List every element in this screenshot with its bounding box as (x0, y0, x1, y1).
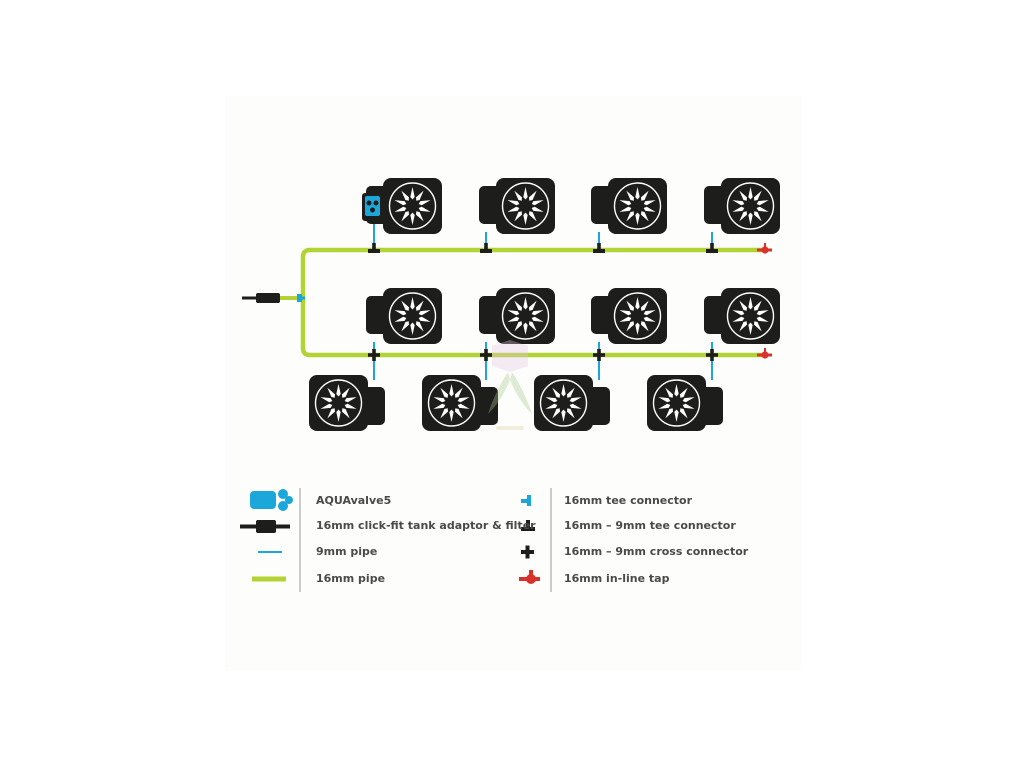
legend-label-aquavalve5: AQUAvalve5 (316, 494, 392, 507)
watermark-logo (488, 340, 532, 430)
16mm-pipe-loop (300, 247, 765, 358)
cross-connector (480, 349, 492, 361)
legend-16mm-9mm-tee-connector-icon (521, 520, 535, 531)
pot-icon (534, 375, 610, 431)
pot-icon (422, 375, 498, 431)
legend-label-16mm-pipe: 16mm pipe (316, 572, 386, 585)
pot-icon (309, 375, 385, 431)
legend-label-16mm-9mm-tee: 16mm – 9mm tee connector (564, 519, 736, 532)
cross-connector (368, 349, 380, 361)
legend-16mm-tee-connector-icon (521, 495, 531, 506)
16mm-tee-connector (297, 294, 305, 302)
cross-connector (593, 349, 605, 361)
legend-tank-adaptor-filter-icon (240, 520, 290, 533)
legend-label-tank-adaptor: 16mm click-fit tank adaptor & filter (316, 519, 536, 532)
pot-icon (647, 375, 723, 431)
legend-label-16mm-9mm-cross: 16mm – 9mm cross connector (564, 545, 749, 558)
aquavalve5-icon (362, 193, 383, 221)
cross-connector (706, 349, 718, 361)
9mm-pipes (373, 222, 713, 380)
legend-16mm-9mm-cross-connector-icon (521, 545, 534, 559)
pot-icon (479, 178, 555, 234)
pot-icon (591, 178, 667, 234)
tank-adaptor-filter (242, 293, 280, 303)
pot-icon (704, 178, 780, 234)
legend-aquavalve5-icon (250, 489, 293, 511)
pot-icon (479, 288, 555, 344)
legend-label-16mm-tee: 16mm tee connector (564, 494, 693, 507)
legend-16mm-inline-tap-icon (519, 570, 540, 584)
pot-icon (366, 288, 442, 344)
legend-label-9mm-pipe: 9mm pipe (316, 545, 378, 558)
legend-label-inline-tap: 16mm in-line tap (564, 572, 670, 585)
pot-icon (704, 288, 780, 344)
pot-icon (591, 288, 667, 344)
